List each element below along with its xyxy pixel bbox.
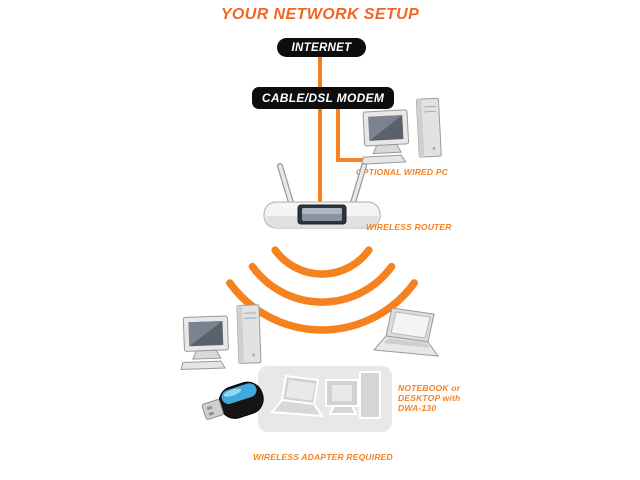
wireless-adapter-required-label: WIRELESS ADAPTER REQUIRED [253, 452, 393, 462]
laptop-computer-icon [372, 307, 440, 357]
internet-node: INTERNET [277, 38, 366, 57]
client-devices-box [258, 366, 392, 432]
desktop-silhouette-icon [325, 371, 381, 419]
page-title: YOUR NETWORK SETUP [220, 6, 420, 23]
notebook-silhouette-icon [269, 374, 324, 418]
usb-adapter-icon [201, 381, 264, 420]
client-label-line3: DWA-130 [398, 403, 437, 413]
desktop-tower [236, 304, 262, 364]
wireless-router-icon [263, 163, 381, 229]
wired-pc-label: OPTIONAL WIRED PC [356, 167, 449, 177]
pc-monitor [362, 109, 410, 155]
modem-label: CABLE/DSL MODEM [261, 91, 385, 105]
modem-node: CABLE/DSL MODEM [252, 87, 394, 109]
wired-pc-icon [361, 97, 442, 165]
laptop-lid [385, 307, 435, 343]
client-label-line1: NOTEBOOK or [398, 383, 461, 393]
wireless-router-label: WIRELESS ROUTER [366, 222, 452, 232]
client-devices-silhouettes [269, 371, 381, 419]
connector-modem-router [318, 107, 322, 207]
internet-label: INTERNET [291, 41, 352, 54]
connector-internet-modem [318, 55, 322, 90]
client-devices-label: NOTEBOOK or DESKTOP with DWA-130 [398, 383, 460, 413]
connector-modem-pc-horizontal [336, 158, 378, 162]
desktop-monitor [182, 315, 229, 360]
desktop-computer-icon [180, 304, 262, 371]
client-label-line2: DESKTOP with [398, 393, 461, 403]
connector-modem-pc-vertical [336, 107, 340, 162]
laptop-base [372, 335, 440, 357]
pc-tower [415, 97, 442, 158]
desktop-keyboard [180, 360, 226, 371]
router-antennas [277, 163, 367, 209]
router-body [263, 201, 381, 229]
pc-keyboard [361, 154, 407, 165]
